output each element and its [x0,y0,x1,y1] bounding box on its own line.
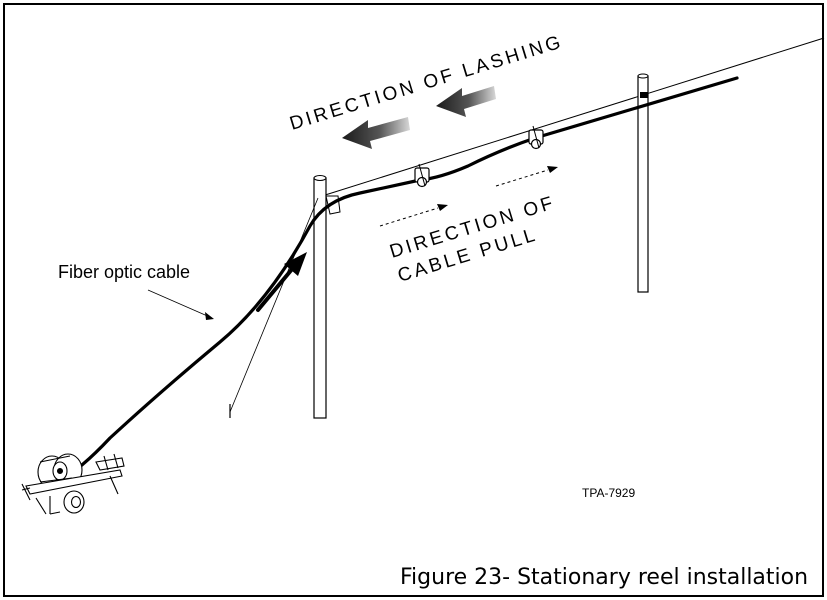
utility-pole-left-icon [313,175,341,419]
figure-caption: Figure 23- Stationary reel installation [400,565,808,590]
lashing-arrow-icon [436,86,496,117]
cable-pull-arrow-icon [495,166,558,187]
cable-lasher-icon [528,125,544,150]
cable-lasher-icon [414,163,430,188]
guy-wire [229,197,319,418]
reel-trailer-icon [21,453,125,515]
reference-id: TPA-7929 [582,486,635,500]
fiber-optic-cable [58,76,739,482]
lashing-label: DIRECTION OF LASHING [287,31,566,134]
pulling-arrow-icon [256,252,307,312]
cable-label-leader [147,289,214,320]
lashing-arrow-icon [342,117,410,149]
utility-pole-right-icon [637,73,649,293]
messenger-strand [321,37,825,197]
figure-frame [3,3,824,597]
cable-pull-arrow-icon [379,204,448,227]
cable-label: Fiber optic cable [58,262,190,282]
